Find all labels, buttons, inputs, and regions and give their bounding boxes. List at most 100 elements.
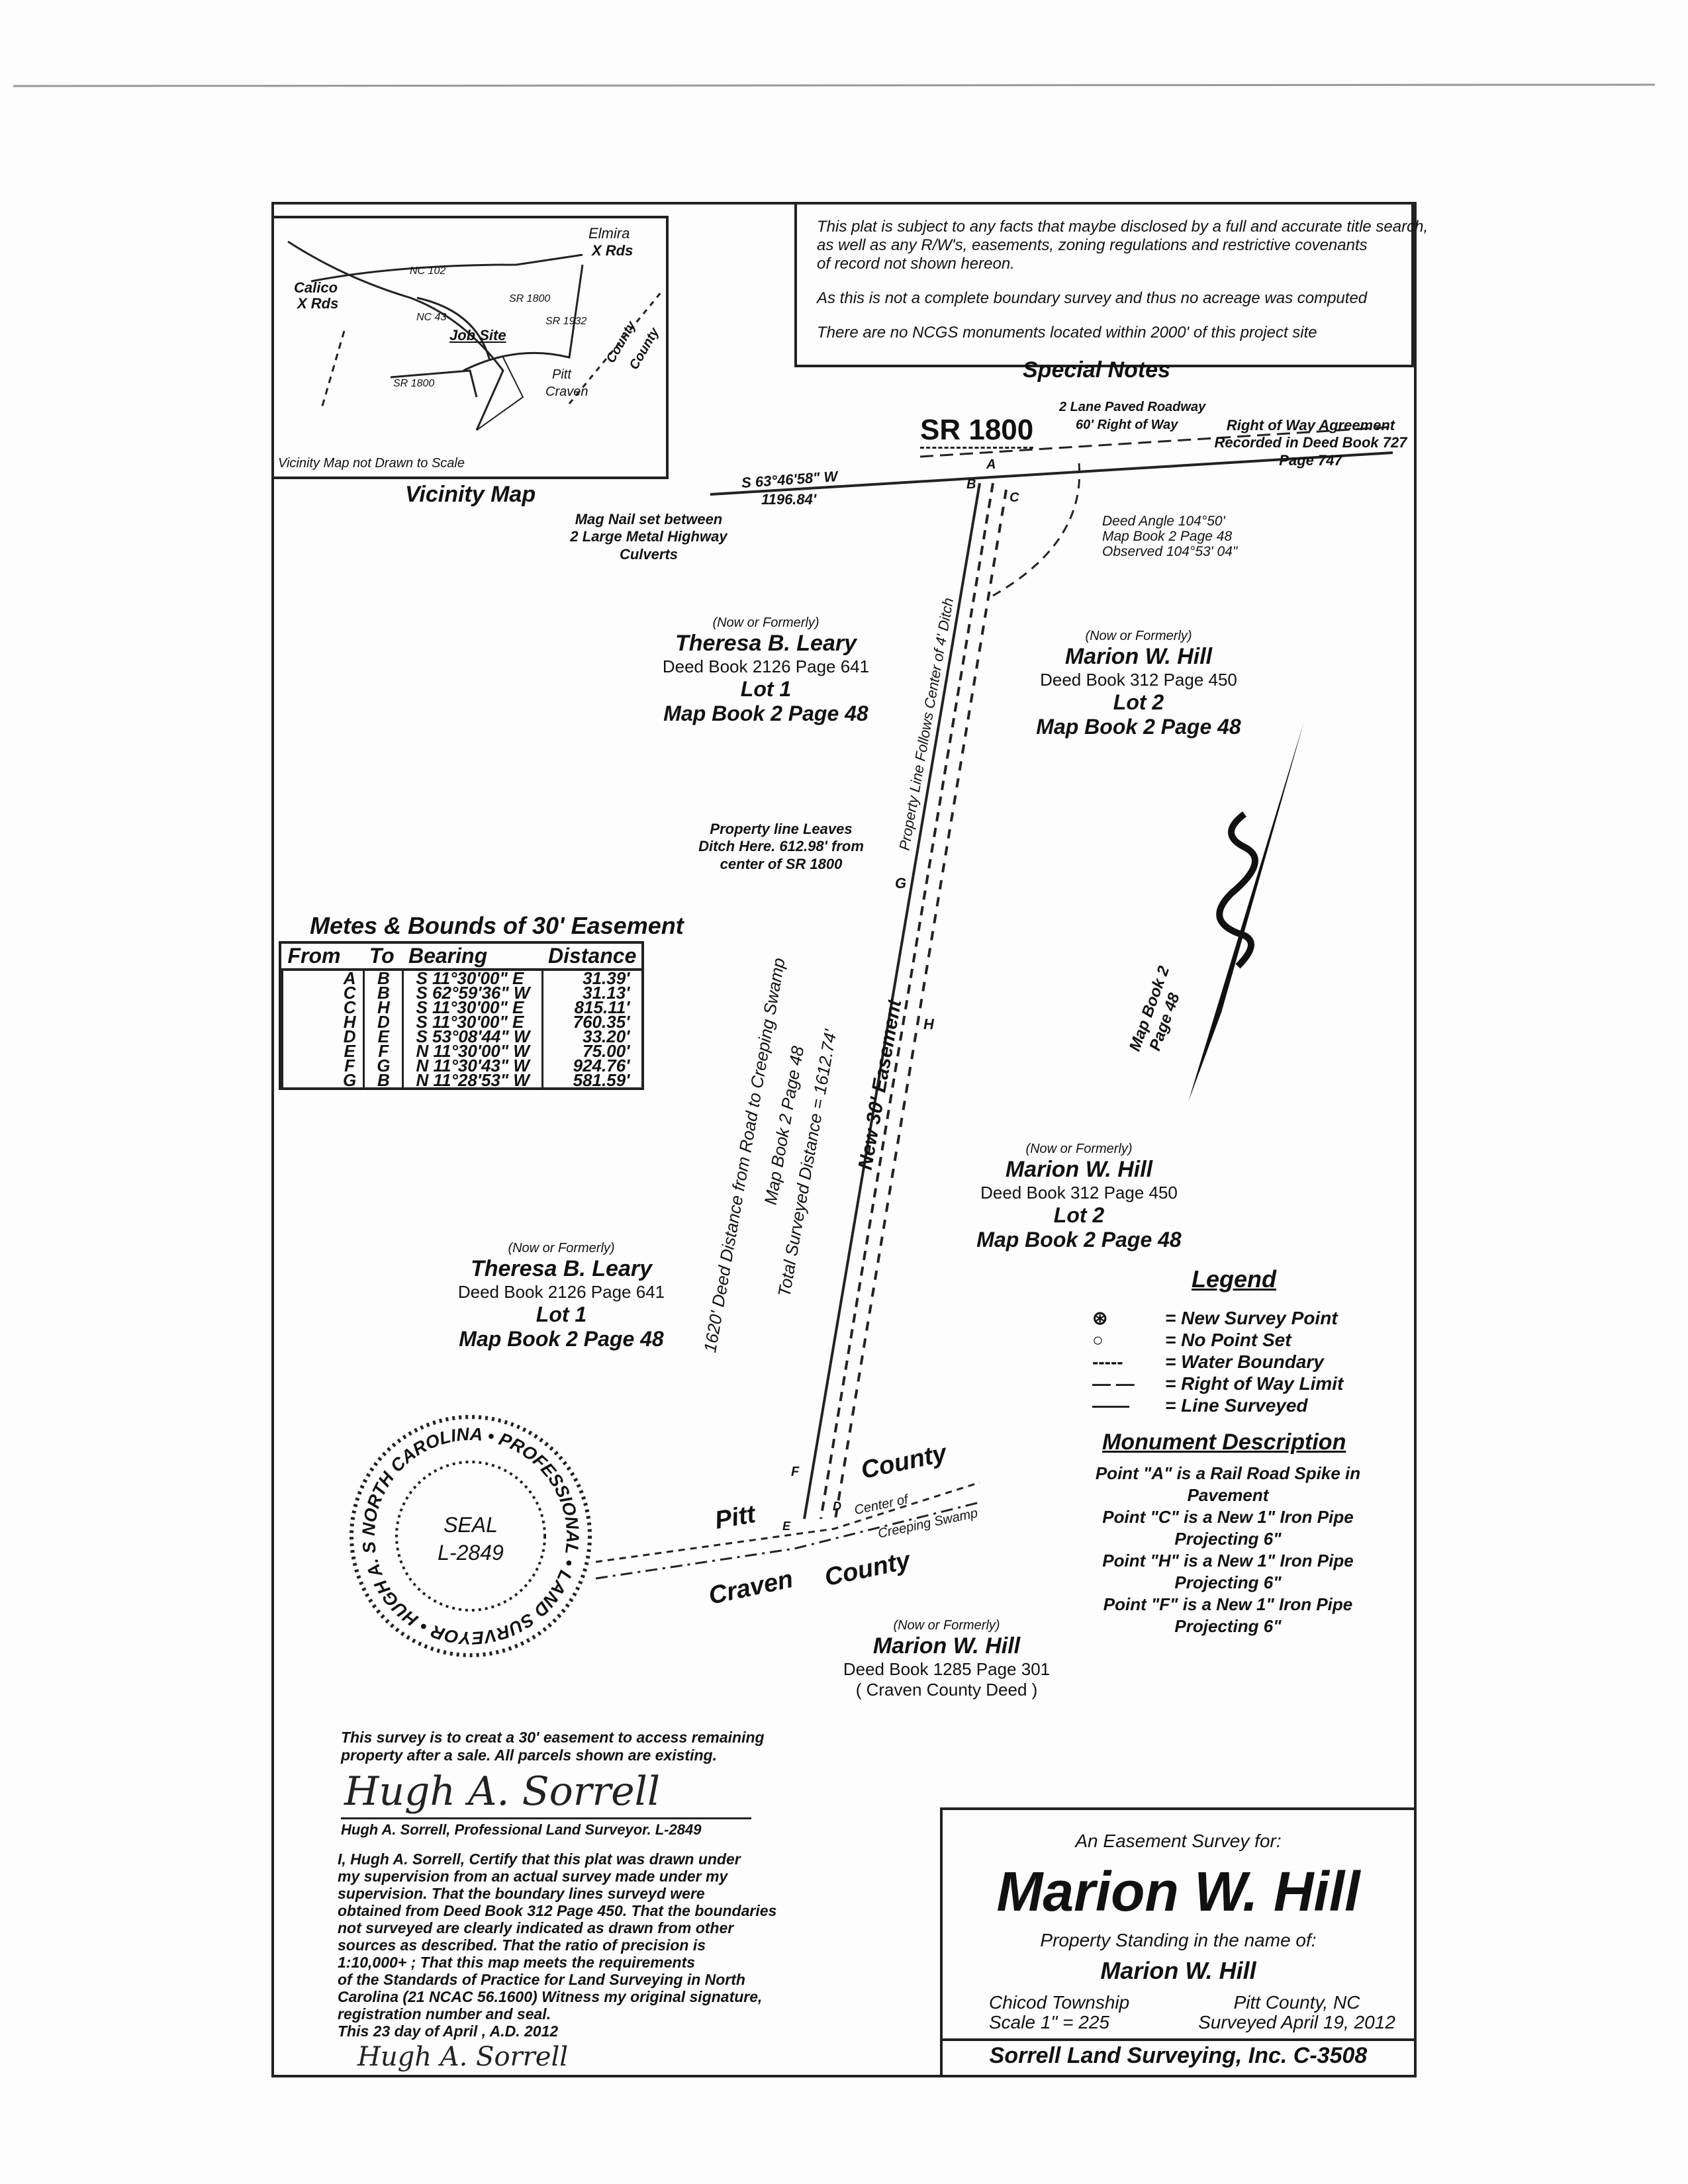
cert-line: of the Standards of Practice for Land Su… bbox=[338, 1971, 745, 1988]
north-arrow-icon bbox=[1188, 721, 1304, 1102]
legend-symbol: —— bbox=[1092, 1395, 1129, 1416]
table-cell: C bbox=[281, 984, 364, 1001]
road-desc: 60' Right of Way bbox=[1076, 418, 1178, 432]
table-cell: 924.76' bbox=[541, 1057, 642, 1074]
table-cell: 31.13' bbox=[541, 984, 642, 1001]
road-desc: 2 Lane Paved Roadway bbox=[1059, 400, 1206, 414]
table-cell: N 11°30'00" W bbox=[402, 1042, 543, 1060]
table-cell: G bbox=[363, 1057, 403, 1074]
easement-east-line bbox=[834, 489, 1008, 1520]
monument-line: Projecting 6" bbox=[1174, 1572, 1282, 1592]
table-cell: 815.11' bbox=[541, 999, 642, 1016]
vicinity-label: X Rds bbox=[592, 242, 633, 259]
table-cell: S 11°30'00" E bbox=[402, 970, 543, 987]
point-b: B bbox=[966, 477, 976, 492]
table-cell: A bbox=[281, 970, 364, 987]
table-cell: N 11°30'43" W bbox=[402, 1057, 543, 1074]
signature-line bbox=[341, 1817, 751, 1819]
signer-name: Hugh A. Sorrell, Professional Land Surve… bbox=[341, 1821, 702, 1838]
point-c: C bbox=[1009, 490, 1019, 505]
legend-symbol: ○ bbox=[1092, 1330, 1103, 1350]
monument-title: Monument Description bbox=[1102, 1430, 1346, 1455]
table-cell: B bbox=[363, 1071, 403, 1089]
table-cell: S 11°30'00" E bbox=[402, 999, 543, 1016]
legend-item: — —= Right of Way Limit bbox=[1092, 1373, 1343, 1394]
vicinity-label: Elmira bbox=[588, 225, 630, 242]
legend-item: ○ = No Point Set bbox=[1092, 1329, 1343, 1351]
monument-line: Projecting 6" bbox=[1174, 1616, 1282, 1636]
vicinity-label: Pitt bbox=[552, 367, 571, 382]
header-from: From bbox=[282, 944, 364, 971]
title-line2: Property Standing in the name of: bbox=[1040, 1930, 1317, 1950]
point-f: F bbox=[791, 1465, 800, 1479]
header-distance: Distance bbox=[542, 944, 642, 971]
vicinity-label: SR 1800 bbox=[393, 378, 435, 389]
owner-name: Marion W. Hill bbox=[1100, 1957, 1256, 1984]
table-cell: D bbox=[281, 1028, 364, 1045]
monument-line: Projecting 6" bbox=[1174, 1529, 1282, 1549]
table-cell: C bbox=[281, 999, 364, 1016]
seal-license-number: L-2849 bbox=[438, 1541, 504, 1565]
note-line: of record not shown hereon. bbox=[817, 255, 1015, 273]
title-line1: An Easement Survey for: bbox=[1075, 1831, 1282, 1851]
scan-edge-line bbox=[13, 83, 1656, 87]
table-cell: 581.59' bbox=[541, 1071, 642, 1089]
table-cell: B bbox=[363, 984, 403, 1001]
vicinity-label: NC 43 bbox=[416, 312, 447, 323]
header-bearing: Bearing bbox=[402, 944, 543, 971]
note-line: as well as any R/W's, easements, zoning … bbox=[817, 236, 1368, 254]
vicinity-roads bbox=[287, 240, 663, 431]
table-cell: H bbox=[363, 999, 403, 1016]
legend-symbol: ⊛ bbox=[1092, 1308, 1108, 1328]
cert-line: 1:10,000+ ; That this map meets the requ… bbox=[338, 1954, 696, 1971]
legend: ⊛= New Survey Point○= No Point Set-----=… bbox=[1092, 1307, 1343, 1416]
legend-symbol: — — bbox=[1092, 1373, 1135, 1394]
job-site-label: Job Site bbox=[449, 327, 506, 343]
header-to: To bbox=[363, 944, 403, 971]
cert-line: my supervision from an actual survey mad… bbox=[338, 1868, 728, 1885]
vicinity-scale-note: Vicinity Map not Drawn to Scale bbox=[278, 456, 465, 471]
legend-label: = No Point Set bbox=[1165, 1330, 1291, 1350]
table-cell: S 11°30'00" E bbox=[402, 1013, 543, 1030]
cert-line: registration number and seal. bbox=[338, 2005, 551, 2023]
cert-line: I, Hugh A. Sorrell, Certify that this pl… bbox=[338, 1850, 741, 1868]
note-line: As this is not a complete boundary surve… bbox=[817, 289, 1368, 307]
legend-item: ——= Line Surveyed bbox=[1092, 1394, 1343, 1416]
easement-west-line bbox=[803, 482, 981, 1520]
monument-line: Point "C" is a New 1" Iron Pipe bbox=[1102, 1507, 1354, 1527]
table-cell: F bbox=[363, 1042, 403, 1060]
monument-line: Point "A" is a Rail Road Spike in bbox=[1095, 1463, 1361, 1483]
notes-box: This plat is subject to any facts that m… bbox=[794, 202, 1428, 367]
legend-title: Legend bbox=[1192, 1265, 1277, 1293]
point-g: G bbox=[895, 875, 907, 891]
vicinity-label: Craven bbox=[545, 385, 588, 399]
point-h: H bbox=[923, 1016, 934, 1032]
table-cell: G bbox=[281, 1071, 364, 1089]
vicinity-label: X Rds bbox=[297, 295, 339, 312]
vicinity-label: SR 1800 bbox=[509, 293, 551, 304]
table-cell: B bbox=[363, 970, 403, 987]
vicinity-label: SR 1932 bbox=[545, 316, 587, 327]
cert-line: not surveyed are clearly indicated as dr… bbox=[338, 1919, 734, 1936]
table-cell: 33.20' bbox=[541, 1028, 642, 1045]
table-cell: H bbox=[281, 1013, 364, 1030]
monument-line: Point "H" is a New 1" Iron Pipe bbox=[1102, 1551, 1354, 1570]
property-line-ditch bbox=[820, 482, 994, 1520]
title-divider bbox=[943, 2038, 1414, 2041]
cert-line: This 23 day of April , A.D. 2012 bbox=[338, 2023, 559, 2040]
vicinity-map-title: Vicinity Map bbox=[405, 482, 536, 507]
table-cell: 760.35' bbox=[541, 1013, 642, 1030]
table-cell: E bbox=[363, 1028, 403, 1045]
cert-line: supervision. That the boundary lines sur… bbox=[338, 1885, 705, 1902]
table-cell: N 11°28'53" W bbox=[402, 1071, 543, 1089]
